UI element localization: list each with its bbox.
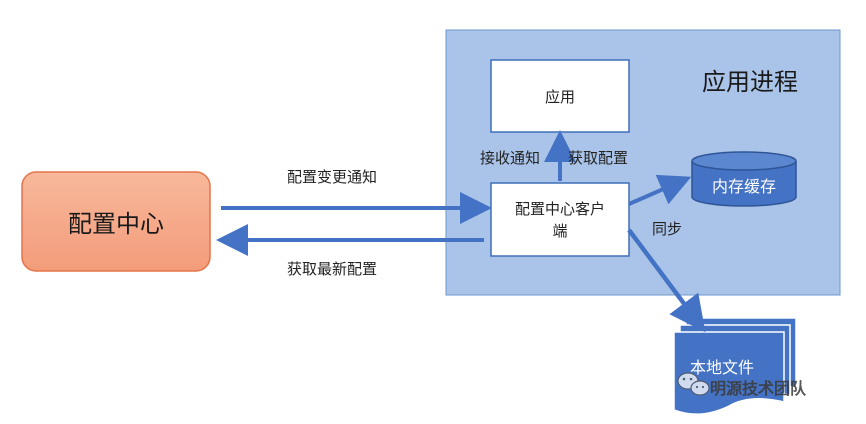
edge-label-sync: 同步: [652, 220, 683, 238]
wechat-icon: [677, 372, 710, 396]
client-label-line2: 端: [552, 221, 568, 240]
watermark-text: 明源技术团队: [710, 379, 807, 398]
edge-label-notify: 配置变更通知: [287, 168, 378, 186]
edge-label-get-config: 获取配置: [568, 149, 629, 167]
memory-cache-cylinder[interactable]: [691, 151, 797, 207]
local-file-stack[interactable]: [673, 317, 797, 415]
config-center-label: 配置中心: [68, 210, 164, 238]
app-box[interactable]: [490, 59, 630, 133]
app-box-label: 应用: [544, 87, 575, 106]
sync-cache-arrow: [628, 174, 692, 206]
sync-file-arrow: [627, 228, 706, 333]
client-box-label: 配置中心客户 端: [491, 183, 629, 256]
local-file-label: 本地文件: [690, 358, 755, 377]
config-center-box[interactable]: [21, 171, 211, 272]
client-label-line1: 配置中心客户: [514, 199, 605, 218]
process-title: 应用进程: [702, 68, 798, 96]
edge-label-fetch-latest: 获取最新配置: [287, 260, 378, 278]
client-box[interactable]: [490, 182, 630, 257]
memory-cache-label: 内存缓存: [711, 177, 776, 196]
edge-label-receive-notify: 接收通知: [480, 149, 541, 167]
